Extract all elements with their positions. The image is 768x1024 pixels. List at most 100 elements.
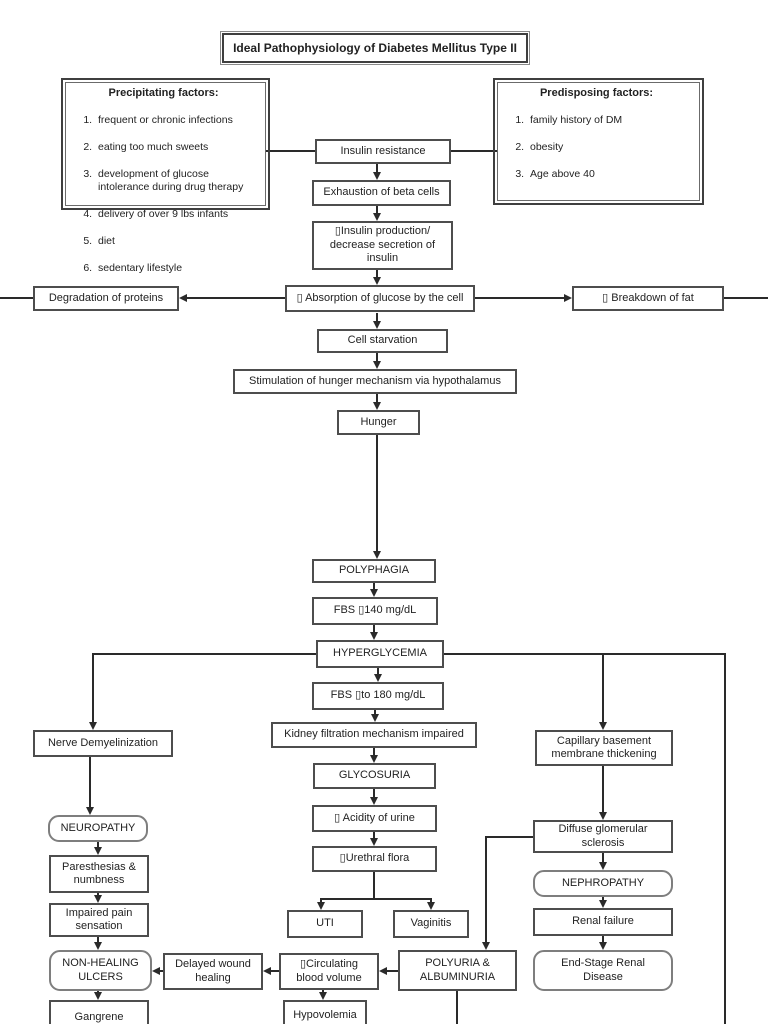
arrowhead: [94, 847, 102, 855]
diagram-title: Ideal Pathophysiology of Diabetes Mellit…: [220, 31, 530, 65]
arrowhead: [482, 942, 490, 950]
arrowhead: [94, 895, 102, 903]
connector-line: [97, 991, 99, 992]
connector-line: [187, 297, 285, 299]
precipitating-factors-heading: Precipitating factors:: [108, 87, 219, 99]
arrowhead: [374, 674, 382, 682]
connector-line: [602, 766, 604, 812]
arrowhead: [94, 942, 102, 950]
connector-line: [376, 206, 378, 213]
connector-line: [0, 297, 33, 299]
node-hypovolemia: Hypovolemia: [283, 1000, 367, 1024]
connector-line: [97, 937, 99, 942]
node-end-stage-renal-disease: End-Stage Renal Disease: [533, 950, 673, 991]
node-capillary-basement-thickening: Capillary basement membrane thickening: [535, 730, 673, 766]
precipitating-factors-box: Precipitating factors: frequent or chron…: [61, 78, 270, 274]
connector-line: [602, 936, 604, 942]
node-polyuria-albuminuria: POLYURIA & ALBUMINURIA: [398, 950, 517, 991]
list-item: diet: [95, 235, 259, 248]
node-non-healing-ulcers: NON-HEALING ULCERS: [49, 950, 152, 991]
arrowhead: [373, 321, 381, 329]
arrowhead: [371, 714, 379, 722]
arrowhead: [599, 812, 607, 820]
arrowhead: [89, 722, 97, 730]
node-urethral-flora: ▯Urethral flora: [312, 846, 437, 872]
node-fbs-180: FBS ▯to 180 mg/dL: [312, 682, 444, 710]
connector-line: [92, 653, 316, 655]
node-polyphagia: POLYPHAGIA: [312, 559, 436, 583]
connector-line: [373, 583, 375, 589]
node-hyperglycemia: HYPERGLYCEMIA: [316, 640, 444, 668]
node-diffuse-glomerular-sclerosis: Diffuse glomerular sclerosis: [533, 820, 673, 853]
connector-line: [376, 394, 378, 402]
arrowhead: [373, 277, 381, 285]
node-gangrene: Gangrene: [49, 1000, 149, 1024]
connector-line: [271, 970, 279, 972]
connector-line: [602, 897, 604, 900]
connector-line: [320, 898, 322, 902]
list-item: obesity: [527, 141, 693, 154]
node-kidney-filtration-impaired: Kidney filtration mechanism impaired: [271, 722, 477, 748]
node-stimulation-of-hunger: Stimulation of hunger mechanism via hypo…: [233, 369, 517, 394]
arrowhead: [370, 589, 378, 597]
connector-line: [266, 150, 315, 152]
arrowhead: [373, 361, 381, 369]
list-item: development of glucose intolerance durin…: [95, 168, 259, 194]
connector-line: [444, 653, 726, 655]
node-degradation-of-proteins: Degradation of proteins: [33, 286, 179, 311]
predisposing-factors-heading: Predisposing factors:: [539, 87, 654, 99]
node-renal-failure: Renal failure: [533, 908, 673, 936]
connector-line: [602, 653, 604, 722]
list-item: delivery of over 9 lbs infants: [95, 208, 259, 221]
connector-line: [373, 625, 375, 632]
connector-line: [97, 893, 99, 895]
node-fbs-140: FBS ▯140 mg/dL: [312, 597, 438, 625]
connector-line: [377, 668, 379, 674]
node-cell-starvation: Cell starvation: [317, 329, 448, 353]
connector-line: [724, 297, 768, 299]
arrowhead: [379, 967, 387, 975]
connector-line: [430, 898, 432, 902]
node-breakdown-of-fat: ▯ Breakdown of fat: [572, 286, 724, 311]
arrowhead: [427, 902, 435, 910]
arrowhead: [599, 942, 607, 950]
arrowhead: [373, 172, 381, 180]
connector-line: [485, 836, 533, 838]
node-absorption-of-glucose: ▯ Absorption of glucose by the cell: [285, 285, 475, 312]
arrowhead: [373, 551, 381, 559]
precipitating-factors-list: frequent or chronic infections eating to…: [68, 101, 259, 288]
connector-line: [724, 653, 726, 1024]
connector-line: [376, 163, 378, 172]
arrowhead: [152, 967, 160, 975]
connector-line: [387, 970, 398, 972]
connector-line: [376, 435, 378, 551]
arrowhead: [599, 900, 607, 908]
arrowhead: [564, 294, 572, 302]
connector-line: [376, 270, 378, 277]
connector-line: [456, 991, 458, 1024]
connector-line: [485, 836, 487, 942]
node-acidity-of-urine: ▯ Acidity of urine: [312, 805, 437, 832]
arrowhead: [370, 755, 378, 763]
node-delayed-wound-healing: Delayed wound healing: [163, 953, 263, 990]
arrowhead: [599, 862, 607, 870]
node-insulin-production: ▯Insulin production/ decrease secretion …: [312, 221, 453, 270]
list-item: Age above 40: [527, 168, 693, 181]
connector-line: [373, 832, 375, 838]
list-item: eating too much sweets: [95, 141, 259, 154]
list-item: sedentary lifestyle: [95, 262, 259, 275]
connector-line: [89, 757, 91, 807]
arrowhead: [370, 632, 378, 640]
predisposing-factors-list: family history of DM obesity Age above 4…: [500, 101, 693, 195]
connector-line: [322, 990, 324, 992]
arrowhead: [94, 992, 102, 1000]
arrowhead: [179, 294, 187, 302]
connector-line: [602, 853, 604, 862]
connector-line: [374, 710, 376, 714]
arrowhead: [370, 797, 378, 805]
connector-line: [451, 150, 497, 152]
list-item: frequent or chronic infections: [95, 114, 259, 127]
connector-line: [376, 313, 378, 321]
list-item: family history of DM: [527, 114, 693, 127]
